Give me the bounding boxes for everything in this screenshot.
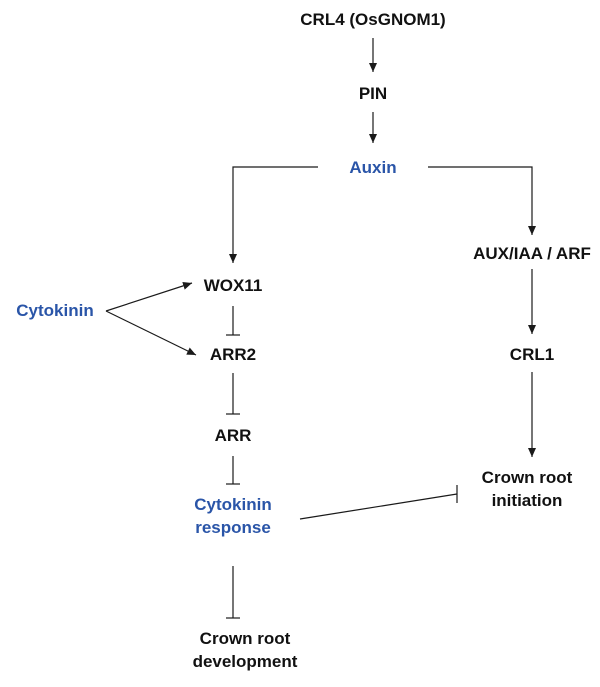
node-crl4: CRL4 (OsGNOM1) [300, 10, 445, 29]
node-cytokinin: Cytokinin [16, 301, 93, 320]
edge-cytokinin-response-inhibits-crown-root-initiation [299, 493, 458, 520]
crown-root-initiation-line1: Crown root [482, 468, 573, 487]
node-pin: PIN [359, 84, 387, 103]
cytokinin-response-line2: response [195, 518, 271, 537]
node-crl1: CRL1 [510, 345, 554, 364]
node-aux-iaa-arf: AUX/IAA / ARF [473, 244, 591, 263]
node-crown-root-development: Crown root development [193, 629, 298, 671]
node-crown-root-initiation: Crown root initiation [482, 468, 573, 510]
edge-auxin-to-aux-iaa-arf [428, 166, 536, 235]
node-auxin: Auxin [349, 158, 396, 177]
node-arr2: ARR2 [210, 345, 256, 364]
edge-auxin-to-wox11 [229, 166, 318, 263]
edge-cytokinin-to-arr2 [105, 310, 197, 356]
crown-root-development-line1: Crown root [200, 629, 291, 648]
cytokinin-response-line1: Cytokinin [194, 495, 271, 514]
node-wox11: WOX11 [204, 276, 263, 295]
node-cytokinin-response: Cytokinin response [194, 495, 271, 537]
node-arr: ARR [215, 426, 252, 445]
crown-root-initiation-line2: initiation [492, 491, 563, 510]
crown-root-development-line2: development [193, 652, 298, 671]
edge-cytokinin-to-wox11 [105, 281, 193, 312]
